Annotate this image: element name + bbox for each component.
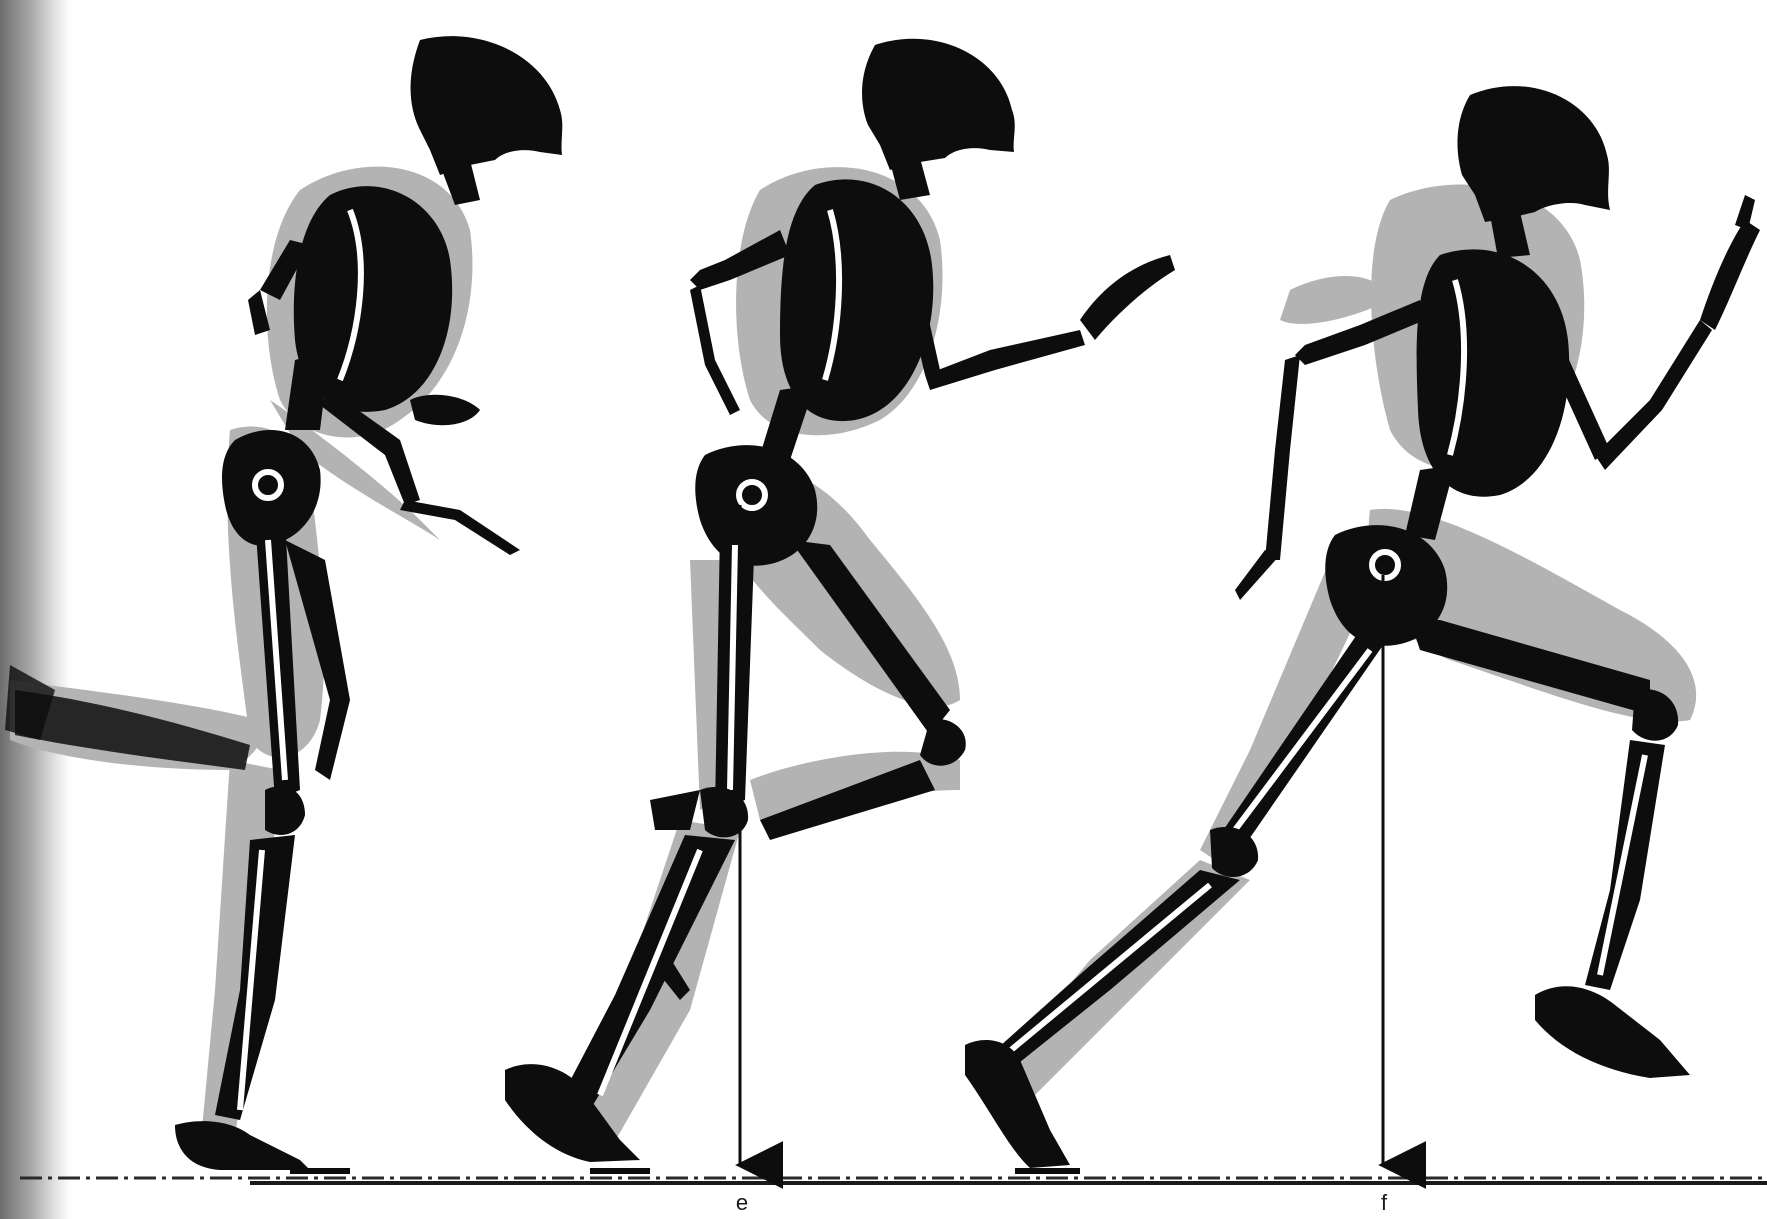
ground-line [20,1178,1767,1185]
runner-1 [5,36,562,1174]
marker-f: f [1381,575,1388,1215]
marker-e-label: e [736,1190,748,1215]
runner-2-head [862,39,1015,170]
runner-1-head [411,36,563,175]
marker-f-label: f [1381,1190,1388,1215]
runner-3-ribcage [1417,249,1570,496]
runner-3 [965,86,1760,1174]
runner-3-head [1457,86,1610,222]
runner-1-foot [175,1121,310,1170]
